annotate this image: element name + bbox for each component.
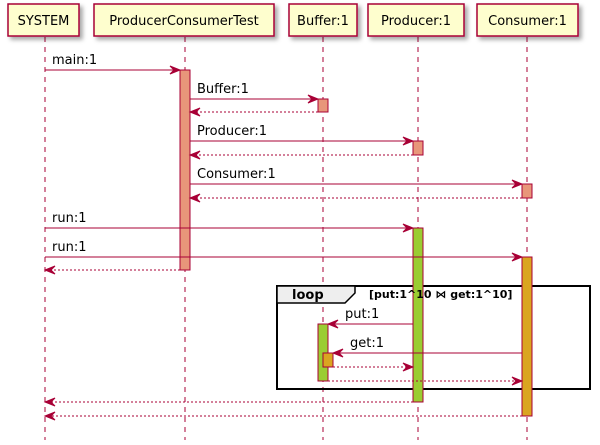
arrowhead [402,136,415,146]
message-label: get:1 [350,336,384,351]
participant-box [93,3,275,37]
arrowhead [188,150,201,160]
loop-condition: [put:1^10 ⋈ get:1^10] [369,288,512,301]
arrowhead [43,411,56,421]
activation-bar [521,183,533,199]
arrowhead [307,94,320,104]
participant-box [7,3,80,37]
message-label: run:1 [52,240,86,255]
participant-label: Buffer:1 [297,14,349,29]
message-label: run:1 [52,211,86,226]
message-label: Buffer:1 [197,82,249,97]
activation-bar [521,256,533,417]
arrowhead [169,65,182,75]
loop-label: loop [292,288,324,303]
message-label: put:1 [345,307,379,322]
participant-box [288,3,358,37]
participant-label: Producer:1 [381,14,451,29]
arrowhead [188,193,201,203]
activation-bar [412,140,424,156]
loop-frame [276,285,591,390]
message-label: main:1 [52,53,97,68]
arrowhead [402,223,415,233]
participant-label: SYSTEM [18,14,70,29]
arrowhead [511,376,524,386]
arrowhead [402,362,415,372]
participant-label: ProducerConsumerTest [109,14,259,29]
activation-bar [322,352,334,368]
message-label: Consumer:1 [197,167,276,182]
message-label: Producer:1 [197,124,267,139]
participant-label: Consumer:1 [488,14,567,29]
arrowhead [326,319,339,329]
arrowhead [43,265,56,275]
participant-box [367,3,465,37]
arrowhead [511,252,524,262]
arrowhead [43,397,56,407]
activation-bar [317,98,329,113]
arrowhead [188,107,201,117]
participant-box [476,3,579,37]
loop-tab [276,285,356,304]
activation-bar [412,227,424,403]
activation-bar [179,69,191,271]
arrowhead [511,179,524,189]
arrowhead [331,348,344,358]
